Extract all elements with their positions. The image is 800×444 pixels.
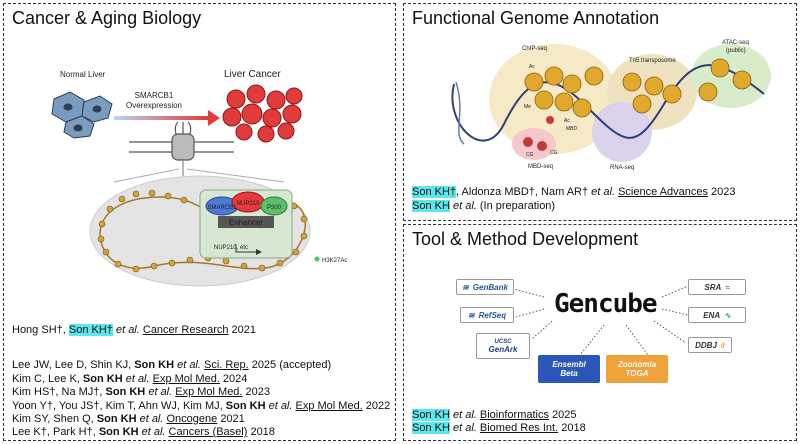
enhancer-label: Enhancer — [229, 218, 264, 227]
ref-item: Son KH et al. (In preparation) — [412, 200, 556, 212]
tn5-label: Tn5 transposome — [629, 58, 676, 64]
ref-list-item: Kim HS†, Na MJ†, Son KH et al. Exp Mol M… — [12, 386, 271, 398]
panel-title: Cancer & Aging Biology — [12, 8, 202, 28]
journal-link[interactable]: Biomed Res Int. — [479, 422, 559, 434]
cancer-aging-panel: Cancer & Aging Biology Normal Liver Live… — [3, 3, 396, 441]
journal-link[interactable]: Bioinformatics — [479, 409, 549, 421]
mbd-label: MBD — [566, 126, 578, 132]
journal-link[interactable]: Exp Mol Med. — [152, 373, 220, 385]
liver-cancer-cells — [222, 84, 303, 143]
journal-link[interactable]: Exp Mol Med. — [295, 400, 363, 412]
ref-list-item: Lee K†, Park H†, Son KH et al. Cancers (… — [12, 426, 275, 438]
ddbj-logo: DDBJ∂ — [688, 337, 732, 353]
functional-genome-panel: Functional Genome Annotation ChIP-seq Tn… — [403, 3, 797, 221]
ref-item: Son KH†, Aldonza MBD†, Nam AR† et al. Sc… — [412, 186, 736, 198]
gencube-logo: Gencube — [554, 289, 658, 319]
cg-mark-2: CG — [550, 150, 558, 156]
ref-item: Son KH et al. Biomed Res Int. 2018 — [412, 422, 586, 434]
atac-label: ATAC-seq — [722, 40, 749, 46]
normal-liver-cells — [51, 91, 113, 139]
nup210-label: NUP210 — [237, 201, 260, 207]
cg-mark-1: CG — [526, 152, 534, 158]
ref-main: Hong SH†, Son KH† et al. Cancer Research… — [12, 324, 256, 336]
genome-annotation-figure: ChIP-seq Tn5 transposome ATAC-seq (publi… — [451, 40, 771, 171]
rnaseq-label: RNA-seq — [610, 165, 634, 171]
sra-logo: SRA≈ — [688, 279, 746, 295]
mbdseq-label: MBD-seq — [528, 164, 553, 170]
smarcb1-figure: Normal Liver Liver Cancer SMARCB1 Overex… — [51, 69, 347, 287]
connector-lines — [513, 286, 689, 356]
p300-label: P300 — [267, 205, 282, 211]
h3k27ac-mark: H3K27Ac — [314, 256, 347, 264]
h3k27ac-label: H3K27Ac — [322, 258, 347, 264]
ref-item: Son KH et al. Bioinformatics 2025 — [412, 409, 577, 421]
ena-logo: ENA∿ — [688, 307, 746, 323]
nup210-etc-label: NUP210, etc — [214, 245, 248, 251]
refseq-logo: ≋RefSeq — [460, 307, 514, 323]
tool-method-panel: Tool & Method Development Gencube ≋GenBa… — [403, 224, 797, 441]
journal-link[interactable]: Science Advances — [618, 186, 708, 198]
me-mark: Me — [524, 104, 531, 110]
smarcb1-protein-label: SMARCB1 — [207, 205, 237, 211]
journal-link[interactable]: Cancers (Basel) — [168, 426, 248, 438]
ref-list-item: Yoon Y†, You JS†, Kim T, Ahn WJ, Kim MJ,… — [12, 400, 391, 412]
panel-title: Functional Genome Annotation — [412, 8, 660, 28]
ref-list-item: Lee JW, Lee D, Shin KJ, Son KH et al. Sc… — [12, 359, 332, 371]
chip-label: ChIP-seq — [522, 46, 547, 52]
smarcb1-label: SMARCB1 — [135, 91, 174, 100]
membrane-receptor — [129, 121, 234, 176]
journal-link[interactable]: Oncogene — [166, 413, 218, 425]
liver-cancer-label: Liver Cancer — [224, 69, 281, 80]
panel-title: Tool & Method Development — [412, 229, 639, 249]
ref-list-item: Kim SY, Shen Q, Son KH et al. Oncogene 2… — [12, 413, 245, 425]
genbank-icon: ≋ — [462, 282, 469, 292]
journal-link[interactable]: Exp Mol Med. — [175, 386, 243, 398]
atac-sub-label: (public) — [726, 48, 746, 54]
refseq-icon: ≋ — [467, 310, 475, 320]
ac-mark-2: Ac — [564, 118, 570, 124]
ena-icon: ∿ — [724, 310, 731, 320]
ac-mark-1: Ac — [529, 64, 535, 70]
genbank-logo: ≋GenBank — [456, 279, 514, 295]
sra-icon: ≈ — [725, 282, 730, 292]
overexpression-label: Overexpression — [126, 101, 182, 110]
normal-liver-label: Normal Liver — [60, 70, 106, 79]
journal-link[interactable]: Sci. Rep. — [204, 359, 249, 371]
journal-link[interactable]: Cancer Research — [142, 324, 229, 336]
ddbj-icon: ∂ — [720, 340, 725, 350]
ref-list-item: Kim C, Lee K, Son KH et al. Exp Mol Med.… — [12, 373, 248, 385]
